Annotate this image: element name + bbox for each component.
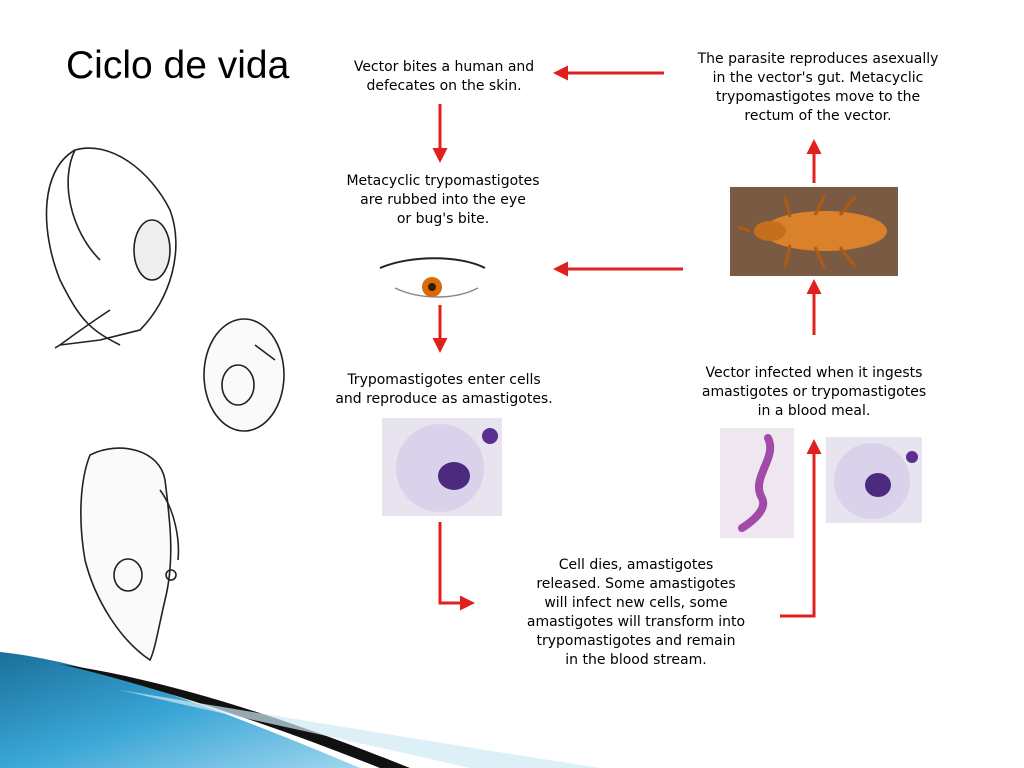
trypomastigote-drawing [80, 447, 180, 662]
step-reproduce-vector: The parasite reproduces asexually in the… [697, 51, 939, 124]
cell-icon-2 [834, 443, 918, 519]
amastigote-cell-photo-2 [826, 437, 922, 523]
step-rubbed: Metacyclic trypomastigotes are rubbed in… [346, 173, 540, 227]
step-infected: Vector infected when it ingests amastigo… [701, 365, 927, 419]
epimastigote-drawing [45, 147, 177, 349]
step-bite: Vector bites a human and defecates on th… [353, 59, 535, 94]
blue-swoosh [0, 652, 360, 768]
step-cell-dies: Cell dies, amastigotes released. Some am… [526, 557, 746, 668]
triatomine-bug-photo [730, 187, 898, 276]
arrow-enter-to-dies [438, 522, 475, 611]
slide-title: Ciclo de vida [66, 44, 290, 87]
trypomastigote-icon [738, 434, 775, 532]
trypomastigote-smear-photo [720, 428, 794, 538]
step-enter-cells: Trypomastigotes enter cells and reproduc… [335, 372, 553, 407]
cell-icon [396, 424, 498, 512]
arrow-dies-to-infected [780, 439, 822, 618]
amastigote-drawing [203, 318, 285, 432]
amastigote-cell-photo [382, 418, 502, 516]
bug-icon [737, 194, 887, 270]
black-swoosh [60, 664, 410, 768]
